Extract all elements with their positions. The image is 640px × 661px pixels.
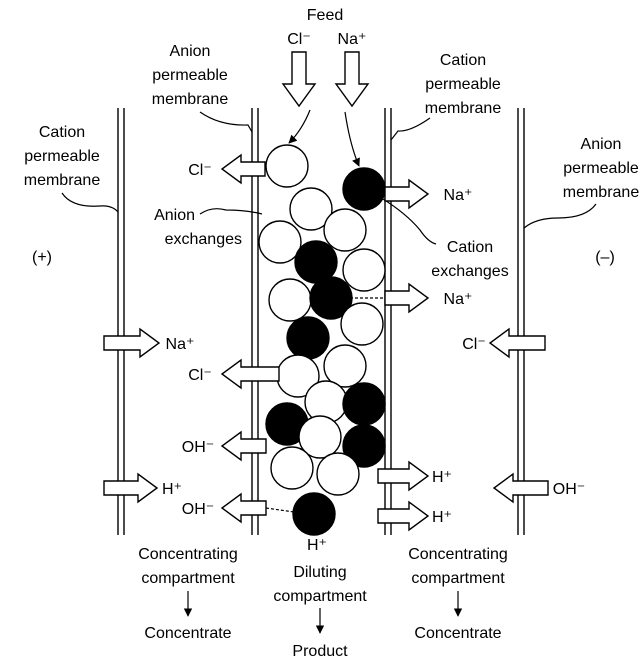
anion-bead [258,220,302,264]
anion-bead [340,302,384,346]
arrow-left-icon [220,492,267,524]
output-middle-label: Product [292,643,348,660]
dashed-connector [265,507,295,513]
svg-text:permeable: permeable [152,67,228,84]
arrow-left-icon [492,472,549,504]
anion-bead [298,415,342,459]
ion-label: OH⁻ [182,439,214,456]
cation-bead [292,492,336,536]
ion-label: Cl⁻ [188,162,212,179]
feed-na-arrow-icon [334,51,370,108]
feed-na-pointer [344,111,360,167]
feed-cl-label: Cl⁻ [287,31,311,48]
arrow-left-icon [220,358,280,390]
arrow-right-icon [384,282,430,314]
ion-label: Na⁺ [444,291,473,308]
membrane-anion-right [517,108,525,535]
membrane-cation-right [384,108,392,535]
arrow-right-icon [377,500,430,532]
cation-bead [286,316,330,360]
svg-text:compartment: compartment [141,570,235,587]
resin-bed [258,144,386,536]
anion-bead [342,248,386,292]
ion-label: H⁺ [307,537,327,554]
arrow-right-icon [377,460,430,492]
arrow-left-icon [220,153,266,185]
right-compartment-label: Concentrating compartment [408,546,508,587]
svg-text:permeable: permeable [24,148,100,165]
arrow-left-icon [488,327,546,359]
left-compartment-label: Concentrating compartment [138,546,238,587]
svg-text:Concentrating: Concentrating [138,546,238,563]
negative-electrode-label: (–) [595,249,615,266]
ion-label: H⁺ [162,481,182,498]
anion-bead [270,446,314,490]
arrow-right-icon [103,472,159,504]
svg-text:compartment: compartment [411,570,505,587]
anion-bead [268,278,312,322]
membrane-cation-left [117,108,125,535]
svg-text:Diluting: Diluting [293,564,346,581]
output-right-label: Concentrate [414,625,501,642]
ion-label: OH⁻ [182,501,214,518]
ion-label: Na⁺ [166,336,195,353]
svg-text:exchanges: exchanges [165,231,242,248]
label-anion-membrane-left: Anion permeable membrane [152,43,253,133]
svg-text:permeable: permeable [563,160,639,177]
svg-text:Cation: Cation [440,52,486,69]
feed-cl-pointer [288,109,311,144]
ion-label: OH⁻ [553,481,585,498]
svg-text:exchanges: exchanges [431,263,508,280]
svg-text:membrane: membrane [152,91,229,108]
ion-label: Cl⁻ [188,367,212,384]
cation-bead [342,167,386,211]
svg-text:membrane: membrane [24,172,101,189]
output-left-label: Concentrate [144,625,231,642]
label-anion-exchanges: Anion exchanges [154,207,263,248]
ion-label: Cl⁻ [462,336,486,353]
anion-bead [323,208,367,252]
label-cation-exchanges: Cation exchanges [377,195,509,280]
anion-bead [323,344,367,388]
feed-na-label: Na⁺ [338,31,367,48]
ion-label: H⁺ [432,469,452,486]
arrow-right-icon [103,327,161,359]
cation-bead [342,424,386,468]
arrow-left-icon [220,430,267,462]
svg-text:Anion: Anion [154,207,195,224]
ion-label: Na⁺ [444,187,473,204]
arrow-right-icon [384,178,430,210]
feed-label: Feed [307,7,343,24]
label-cation-membrane-left: Cation permeable membrane [24,124,119,213]
svg-text:membrane: membrane [425,100,502,117]
svg-text:Cation: Cation [39,124,85,141]
positive-electrode-label: (+) [32,249,52,266]
svg-text:Anion: Anion [170,43,211,60]
svg-text:Concentrating: Concentrating [408,546,508,563]
svg-text:Anion: Anion [581,136,622,153]
anion-bead [316,452,360,496]
svg-text:permeable: permeable [425,76,501,93]
svg-text:compartment: compartment [273,588,367,605]
middle-compartment-label: Diluting compartment [273,564,367,605]
label-cation-membrane-right: Cation permeable membrane [390,52,502,141]
membrane-anion-left [251,108,259,535]
feed-cl-arrow-icon [281,51,317,108]
svg-text:membrane: membrane [563,184,640,201]
label-anion-membrane-right: Anion permeable membrane [523,136,640,229]
cation-bead [342,382,386,426]
ion-arrows [103,153,549,532]
anion-bead [289,187,333,231]
ion-label: H⁺ [432,509,452,526]
anion-bead [265,144,309,188]
svg-text:Cation: Cation [447,239,493,256]
